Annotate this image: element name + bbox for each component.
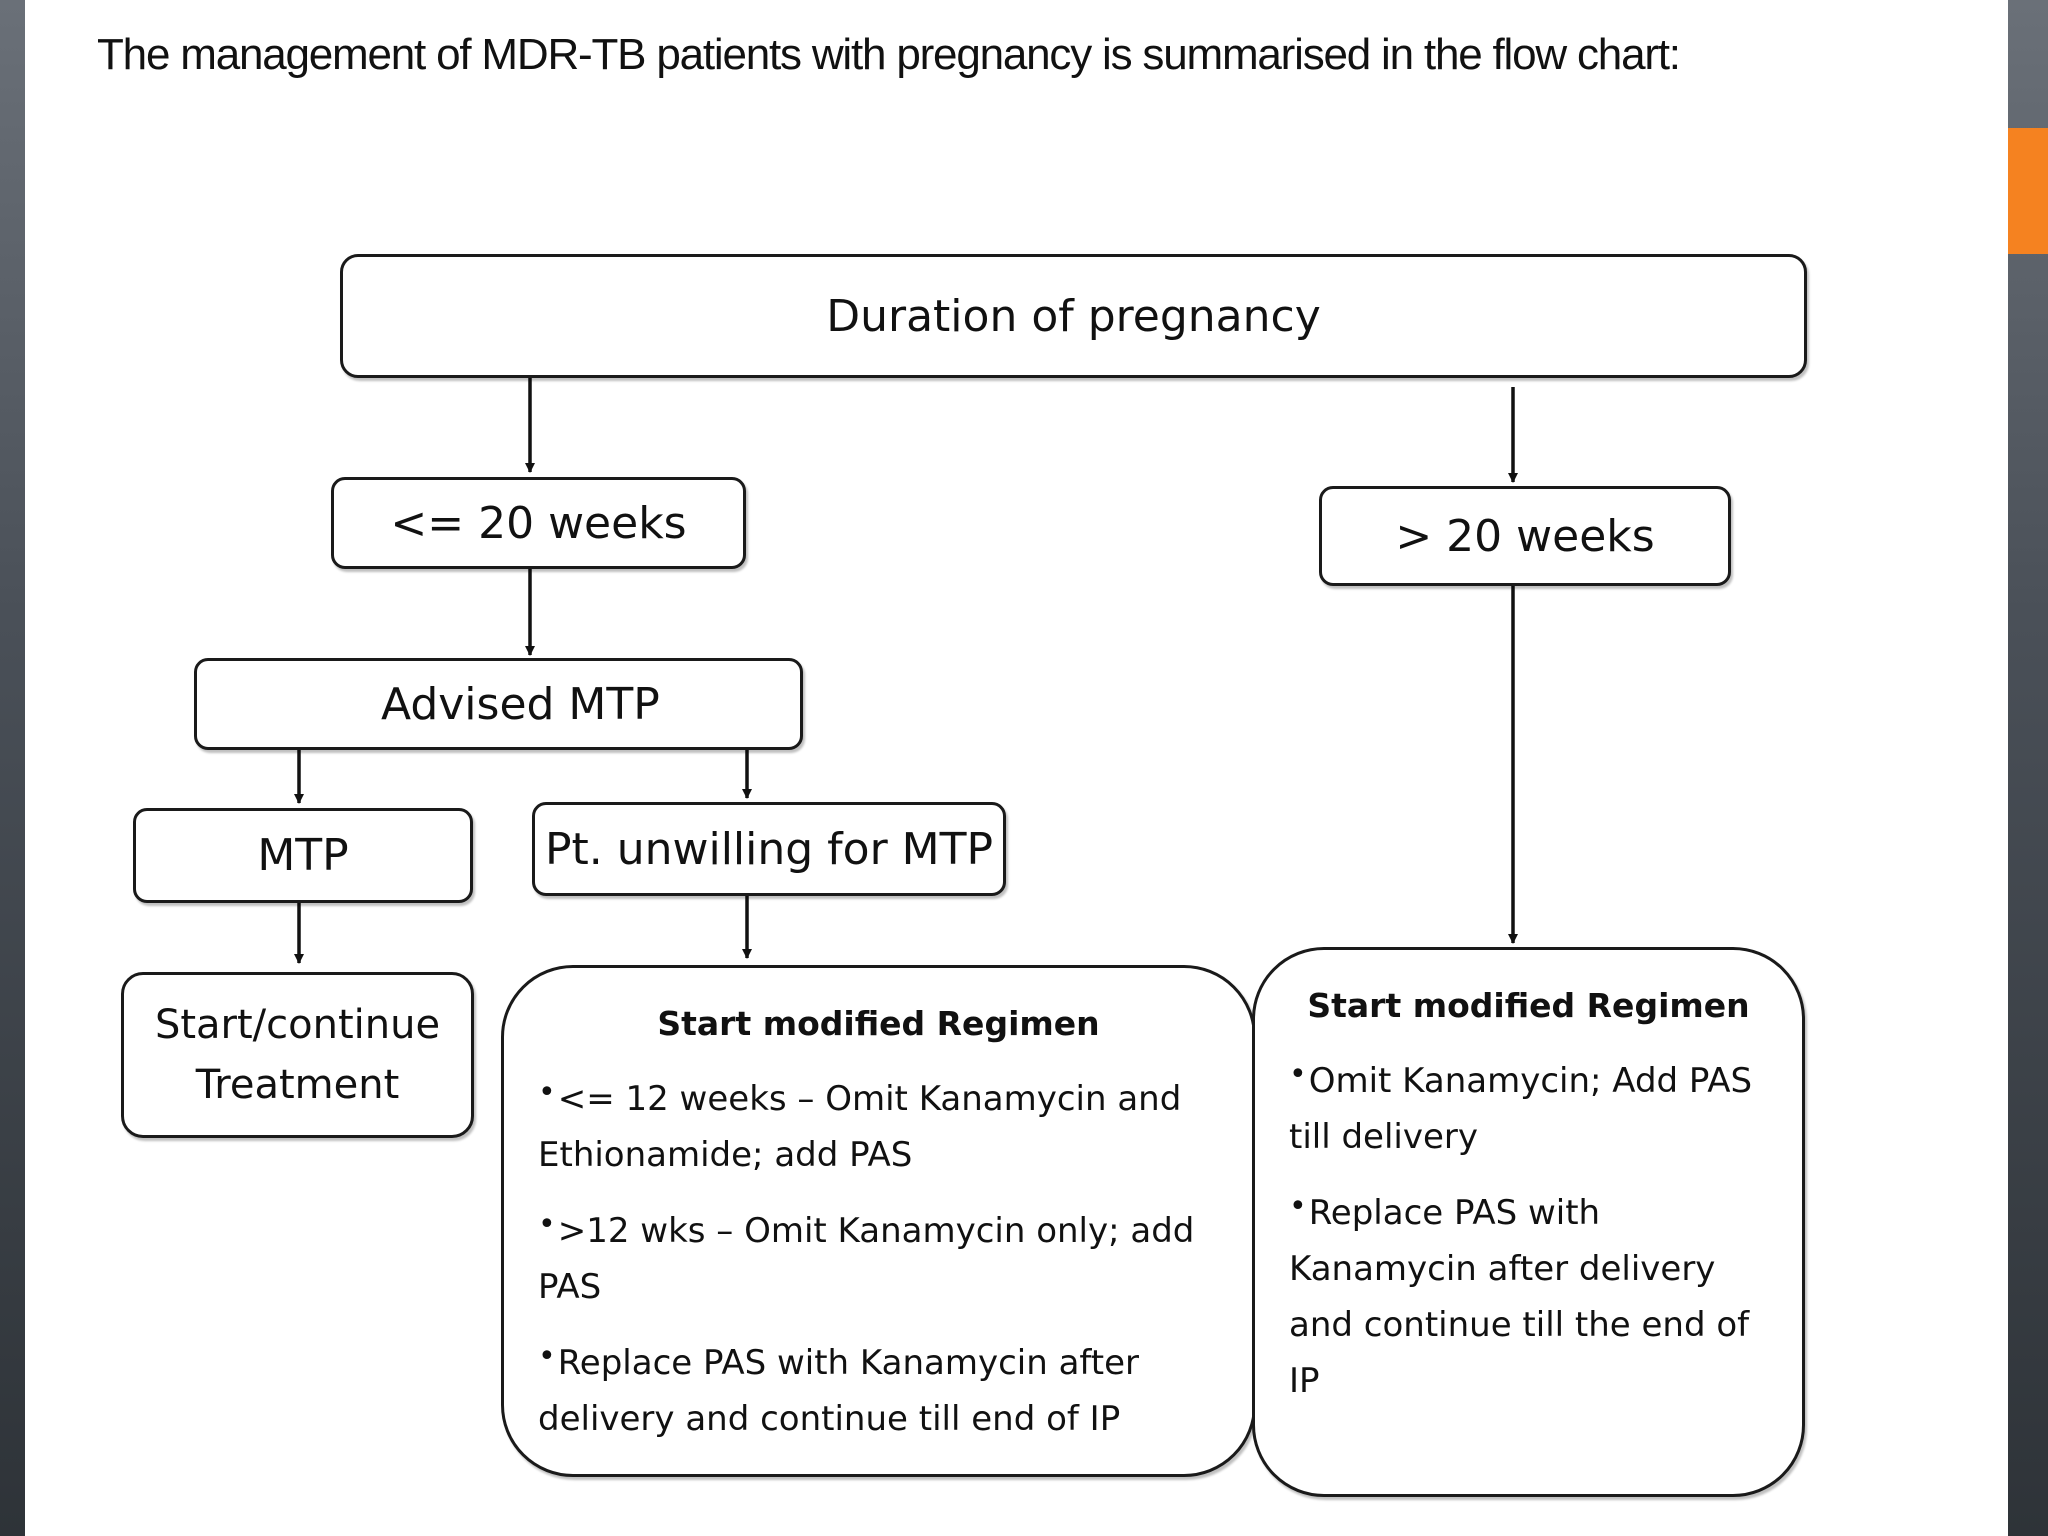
- le-20-weeks-box: <= 20 weeks: [331, 477, 746, 569]
- bullet-dot-icon: •: [1289, 1057, 1307, 1092]
- duration-of-pregnancy-box: Duration of pregnancy: [340, 254, 1807, 378]
- advised-mtp-box: Advised MTP: [194, 658, 803, 750]
- left-regimen-bullet: •Replace PAS with Kanamycin after delive…: [538, 1329, 1219, 1447]
- bullet-dot-icon: •: [538, 1207, 556, 1242]
- left-regimen-box: Start modified Regimen •<= 12 weeks – Om…: [501, 965, 1256, 1477]
- flowchart-connectors: [294, 377, 1518, 964]
- pt-unwilling-label: Pt. unwilling for MTP: [544, 823, 994, 875]
- right-regimen-title: Start modified Regimen: [1307, 986, 1750, 1025]
- right-regimen-bullet: •Omit Kanamycin; Add PAS till delivery: [1289, 1047, 1768, 1165]
- slide-canvas: The management of MDR-TB patients with p…: [25, 0, 2008, 1536]
- right-regimen-box: Start modified Regimen •Omit Kanamycin; …: [1252, 947, 1805, 1497]
- left-regimen-bullet: •>12 wks – Omit Kanamycin only; add PAS: [538, 1197, 1219, 1315]
- duration-of-pregnancy-label: Duration of pregnancy: [826, 290, 1321, 342]
- left-regimen-bullet-text: <= 12 weeks – Omit Kanamycin and Ethiona…: [538, 1079, 1182, 1175]
- left-regimen-title: Start modified Regimen: [657, 1004, 1100, 1043]
- bullet-dot-icon: •: [538, 1339, 556, 1374]
- start-continue-label: Start/continue Treatment: [154, 1002, 441, 1108]
- mtp-label: MTP: [257, 830, 349, 881]
- right-regimen-bullet-text: Replace PAS with Kanamycin after deliver…: [1289, 1193, 1750, 1401]
- right-regimen-bullet: •Replace PAS with Kanamycin after delive…: [1289, 1179, 1768, 1409]
- gt-20-weeks-box: > 20 weeks: [1319, 486, 1731, 586]
- left-regimen-bullet-text: >12 wks – Omit Kanamycin only; add PAS: [538, 1211, 1195, 1307]
- left-regimen-bullet: •<= 12 weeks – Omit Kanamycin and Ethion…: [538, 1065, 1219, 1183]
- pt-unwilling-box: Pt. unwilling for MTP: [532, 802, 1006, 896]
- start-continue-box: Start/continue Treatment: [121, 972, 474, 1138]
- bullet-dot-icon: •: [1289, 1189, 1307, 1224]
- bullet-dot-icon: •: [538, 1075, 556, 1110]
- advised-mtp-label: Advised MTP: [381, 678, 660, 730]
- gt-20-weeks-label: > 20 weeks: [1395, 510, 1655, 562]
- mtp-box: MTP: [133, 808, 473, 903]
- right-regimen-bullet-text: Omit Kanamycin; Add PAS till delivery: [1289, 1061, 1753, 1157]
- le-20-weeks-label: <= 20 weeks: [390, 497, 687, 549]
- accent-tab: [2008, 128, 2048, 254]
- slide-frame-right: [2008, 0, 2048, 1536]
- left-regimen-bullet-text: Replace PAS with Kanamycin after deliver…: [538, 1343, 1140, 1439]
- slide-heading: The management of MDR-TB patients with p…: [97, 30, 1681, 79]
- slide-frame-left: [0, 0, 25, 1536]
